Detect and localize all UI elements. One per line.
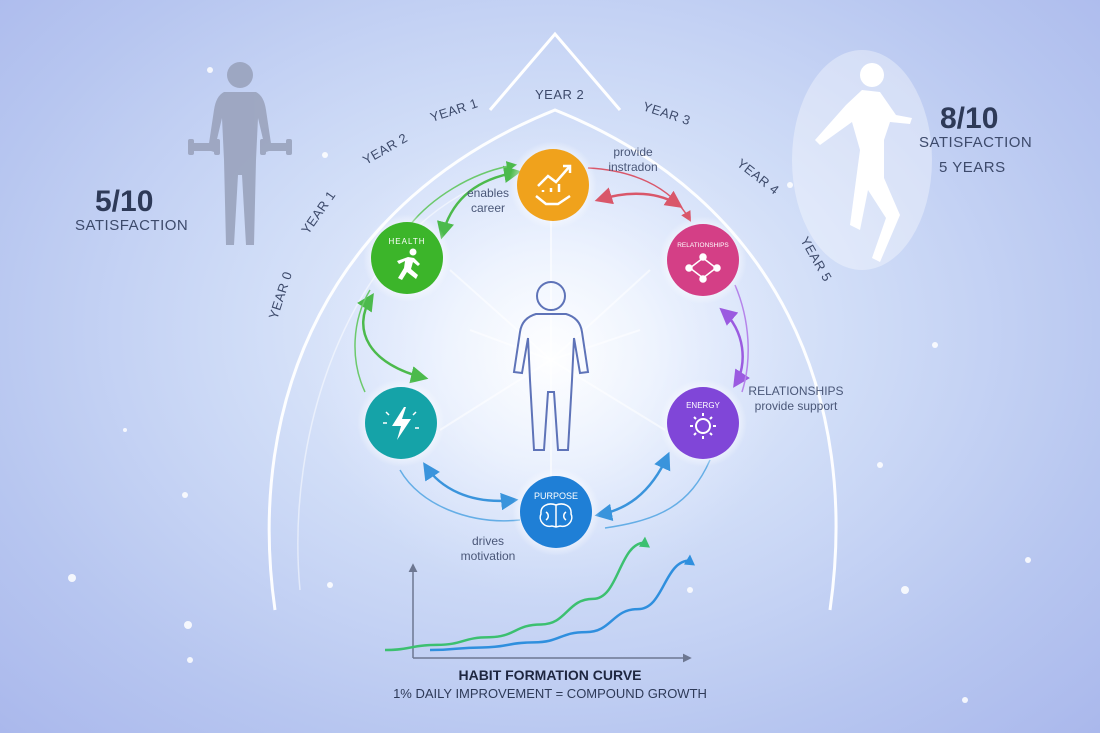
arrow-purpose-lightning — [423, 462, 519, 511]
year-label: YEAR 1 — [428, 95, 479, 124]
lightning-icon — [383, 407, 419, 440]
chart-subtitle: 1% DAILY IMPROVEMENT = COMPOUND GROWTH — [393, 686, 707, 701]
arrow-purpose-lightning-thin — [399, 469, 521, 522]
sparkles — [68, 67, 1031, 703]
year-label: YEAR 2 — [535, 87, 584, 102]
year-label: YEAR 0 — [266, 269, 295, 320]
year-label: YEAR 1 — [298, 188, 339, 237]
arrow-career-health — [437, 165, 522, 240]
arrow-energy-purpose — [594, 451, 671, 522]
human-outline-icon — [512, 281, 590, 451]
person-after-icon — [792, 50, 932, 270]
running-person-icon — [397, 248, 420, 280]
arrow-health-lightning — [357, 293, 429, 384]
sun-icon — [690, 413, 716, 439]
energy-label: ENERGY — [686, 401, 720, 410]
relationships-label: RELATIONSHIPS — [677, 242, 729, 249]
arrow-career-relationships — [587, 167, 692, 222]
outer-arc — [267, 108, 838, 611]
node-relationships[interactable]: RELATIONSHIPS — [659, 216, 747, 304]
node-career[interactable] — [509, 141, 597, 229]
node-health[interactable]: HEALTH — [363, 214, 451, 302]
right-score: 8/10 — [940, 102, 999, 135]
left-score: 5/10 — [95, 185, 154, 218]
node-lightning[interactable] — [357, 379, 445, 467]
year-label: YEAR 3 — [641, 99, 692, 128]
year-label: YEAR 4 — [734, 156, 782, 198]
year-label: YEAR 2 — [360, 130, 410, 168]
purpose-label: PURPOSE — [534, 491, 578, 501]
light-rays — [439, 220, 666, 480]
growth-handshake-icon — [535, 164, 572, 206]
health-label: HEALTH — [389, 237, 426, 246]
node-purpose[interactable]: PURPOSE — [512, 468, 600, 556]
right-satisfaction-label: SATISFACTION — [919, 134, 1033, 151]
arrow-energy-purpose-thin — [604, 459, 711, 529]
arrow-lightning-health-thin — [354, 289, 371, 393]
peak-triangle — [488, 31, 622, 111]
network-icon — [685, 253, 721, 283]
chart-title: HABIT FORMATION CURVE — [458, 667, 642, 683]
right-duration-label: 5 YEARS — [939, 159, 1006, 176]
person-before-icon — [188, 62, 292, 245]
habit-chart — [384, 536, 695, 663]
chart-series-line-1 — [429, 559, 691, 652]
chart-series-arrowhead-0 — [639, 536, 650, 548]
left-satisfaction-label: SATISFACTION — [75, 217, 189, 234]
arrow-relationships-energy — [719, 307, 750, 388]
brain-icon — [539, 503, 573, 528]
chart-series-arrowhead-1 — [684, 554, 695, 566]
chart-series-line-0 — [384, 541, 646, 652]
arrow-career-relationships-bi — [594, 187, 683, 209]
node-energy[interactable]: ENERGY — [659, 379, 747, 467]
arrow-relationships-energy-thin — [734, 284, 749, 393]
